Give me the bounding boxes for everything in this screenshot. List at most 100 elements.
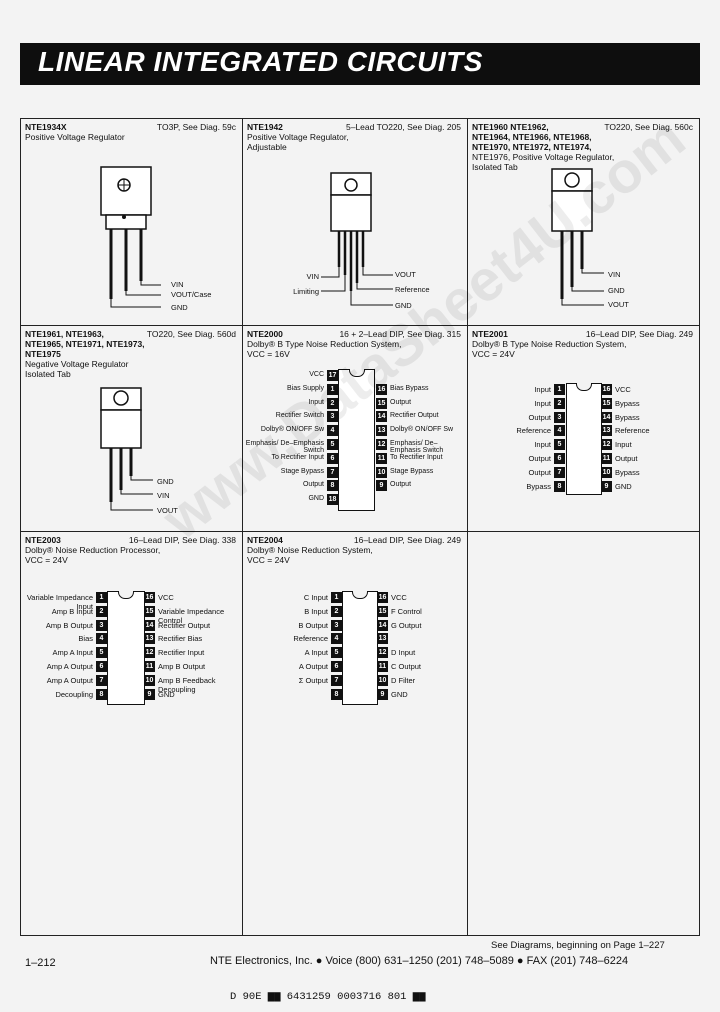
pin-label-right: Output: [390, 398, 412, 406]
pin-number-left: 7: [331, 674, 342, 686]
part-number: NTE2001: [472, 329, 508, 339]
package-info: TO3P, See Diag. 59c: [156, 122, 236, 132]
pin-label-right: GND: [391, 689, 408, 699]
pin-label: VIN: [306, 272, 319, 281]
supply-voltage: VCC = 24V: [25, 555, 68, 565]
pin-label-left: Rectifier Switch: [275, 412, 324, 420]
pin-number-left: 5: [331, 647, 342, 659]
pin-number-left: 4: [96, 633, 107, 645]
pin-label-left: Reference: [293, 634, 328, 644]
pin-label-left: Input: [534, 385, 551, 394]
pin-label-right: Bypass: [615, 467, 640, 477]
barcode-line: D 90E ▆▆ 6431259 0003716 801 ▆▆: [230, 991, 426, 1003]
pin-number-left: 8: [96, 688, 107, 700]
pin-label-left: Bias Supply: [287, 384, 324, 392]
pin-number-right: 10: [144, 674, 155, 686]
pin-label-right: Output: [615, 454, 638, 463]
pin-number-right: 11: [144, 661, 155, 672]
part-description: Dolby® B Type Noise Reduction System,: [472, 339, 627, 349]
part-number: NTE1965, NTE1971, NTE1973,: [25, 339, 145, 349]
pin-label-right: GND: [615, 481, 632, 491]
company-contact: NTE Electronics, Inc. ● Voice (800) 631–…: [210, 955, 629, 967]
pin-number-left: 6: [331, 661, 342, 672]
part-number: NTE1964, NTE1966, NTE1968,: [472, 132, 592, 142]
pin-label-right: Emphasis/ De–Emphasis Switch: [390, 440, 444, 454]
grid-line: [467, 118, 468, 936]
pin-number-left: 7: [96, 674, 107, 686]
pin-label-left: Input: [534, 398, 551, 408]
part-description: Isolated Tab: [25, 369, 71, 379]
pin-label-right: Rectifier Bias: [158, 634, 203, 644]
part-description: Dolby® B Type Noise Reduction System,: [247, 339, 402, 349]
package-info: TO220, See Diag. 560d: [146, 329, 236, 339]
part-number: NTE1962,: [507, 122, 549, 132]
pin-label-right: Bypass: [615, 398, 640, 408]
pin-label-left: Amp B Input: [51, 606, 93, 616]
pin-number-right: 16: [377, 592, 388, 603]
grid-line: [699, 118, 700, 936]
pin-label: GND: [157, 477, 174, 486]
package-info: 16–Lead DIP, See Diag. 338: [128, 535, 236, 545]
pin-label: GND: [608, 286, 625, 295]
pin-label-right: Dolby® ON/OFF Sw: [390, 426, 454, 434]
to220-5lead-drawing: [321, 172, 393, 306]
pin-number-left: 5: [327, 439, 338, 450]
part-number: NTE2003: [25, 535, 61, 545]
dip-chip: [338, 368, 375, 511]
part-description: Positive Voltage Regulator,: [247, 132, 349, 142]
part-description: Isolated Tab: [472, 162, 518, 172]
to220-isolated-drawing: [100, 387, 153, 511]
pin-label-left: VCC: [309, 371, 324, 378]
pin-number-left: 1: [96, 592, 107, 603]
pin-number-right: 12: [601, 439, 612, 451]
pin-label-right: G Output: [391, 620, 422, 630]
pin-label-left: Σ Output: [298, 675, 328, 685]
pin-label: VIN: [171, 280, 184, 289]
pin-number-left: 7: [327, 466, 338, 478]
pin-number-right: 13: [377, 633, 388, 645]
pin-number-left: 8: [331, 688, 342, 700]
pin-number-left: 8: [554, 480, 565, 492]
cell-nte2004: NTE2004 16–Lead DIP, See Diag. 249 Dolby…: [243, 532, 467, 732]
pin-label-left: Output: [302, 481, 324, 489]
pin-label-left: B Input: [304, 606, 328, 616]
pin-number-right: 16: [601, 384, 612, 395]
pin-label-right: Rectifier Output: [158, 620, 211, 630]
pin-label-left: Input: [308, 398, 324, 406]
cell-nte2003: NTE2003 16–Lead DIP, See Diag. 338 Dolby…: [21, 532, 242, 732]
pin-label-right: Variable Impedance Control: [158, 606, 225, 625]
pin-label-right: VCC: [615, 385, 631, 394]
pin-number-right: 11: [601, 453, 612, 464]
pin-number-right: 11: [376, 452, 387, 464]
dip-chip: [342, 590, 378, 705]
pin-number-left: 6: [327, 452, 338, 464]
part-number: NTE2000: [247, 329, 283, 339]
pin-number-left: 5: [96, 647, 107, 659]
cell-nte2000: NTE2000 16 + 2–Lead DIP, See Diag. 315 D…: [243, 326, 467, 531]
pin-number-left: 8: [327, 480, 338, 492]
pin-label-left: A Output: [298, 662, 328, 671]
pin-number-right: 13: [601, 425, 612, 437]
pin-label-left: Bypass: [526, 481, 551, 491]
pin-label: VOUT: [157, 506, 178, 515]
pin-label-right: D Input: [391, 648, 416, 658]
pin-label-right: VCC: [158, 593, 174, 602]
supply-voltage: VCC = 16V: [247, 349, 290, 359]
pin-label-right: C Output: [391, 662, 422, 671]
part-number: NTE1934X: [25, 122, 67, 132]
pin-number-left: 2: [327, 397, 338, 409]
pin-number-right: 14: [376, 411, 387, 423]
supply-voltage: VCC = 24V: [247, 555, 290, 565]
pin-label-right: F Control: [391, 606, 422, 616]
pin-label-left: Reference: [516, 426, 551, 436]
pin-label: GND: [395, 301, 412, 310]
pin-label-right: GND: [158, 689, 175, 699]
supply-voltage: VCC = 24V: [472, 349, 515, 359]
pin-number-right: 9: [377, 688, 388, 700]
pin-label-left: Amp A Output: [46, 675, 93, 685]
package-info: 16 + 2–Lead DIP, See Diag. 315: [339, 329, 461, 339]
pin-number-right: 15: [377, 605, 388, 617]
cell-nte1942: NTE1942 5–Lead TO220, See Diag. 205 Posi…: [243, 119, 467, 325]
pin-number-right: 12: [377, 647, 388, 659]
part-number: NTE2004: [247, 535, 283, 545]
